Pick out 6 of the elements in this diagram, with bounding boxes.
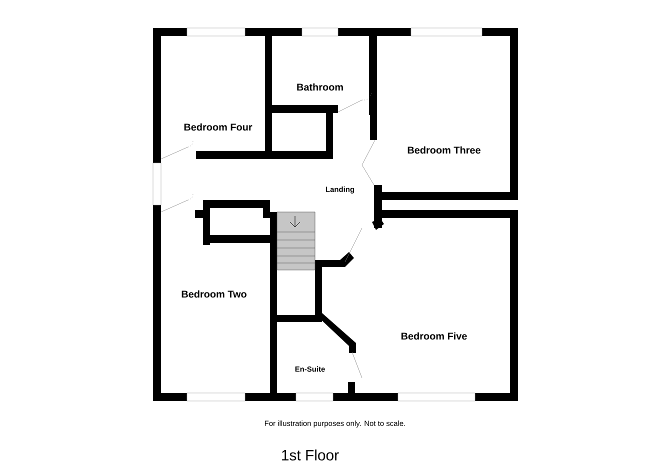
room-label: Bedroom Four: [184, 123, 252, 131]
room-label: Bedroom Five: [401, 332, 467, 340]
room-label: Bedroom Two: [182, 290, 246, 298]
room-label: Bedroom Three: [408, 146, 480, 154]
floor-title: 1st Floor: [282, 450, 339, 460]
room-label: Bathroom: [297, 83, 343, 91]
